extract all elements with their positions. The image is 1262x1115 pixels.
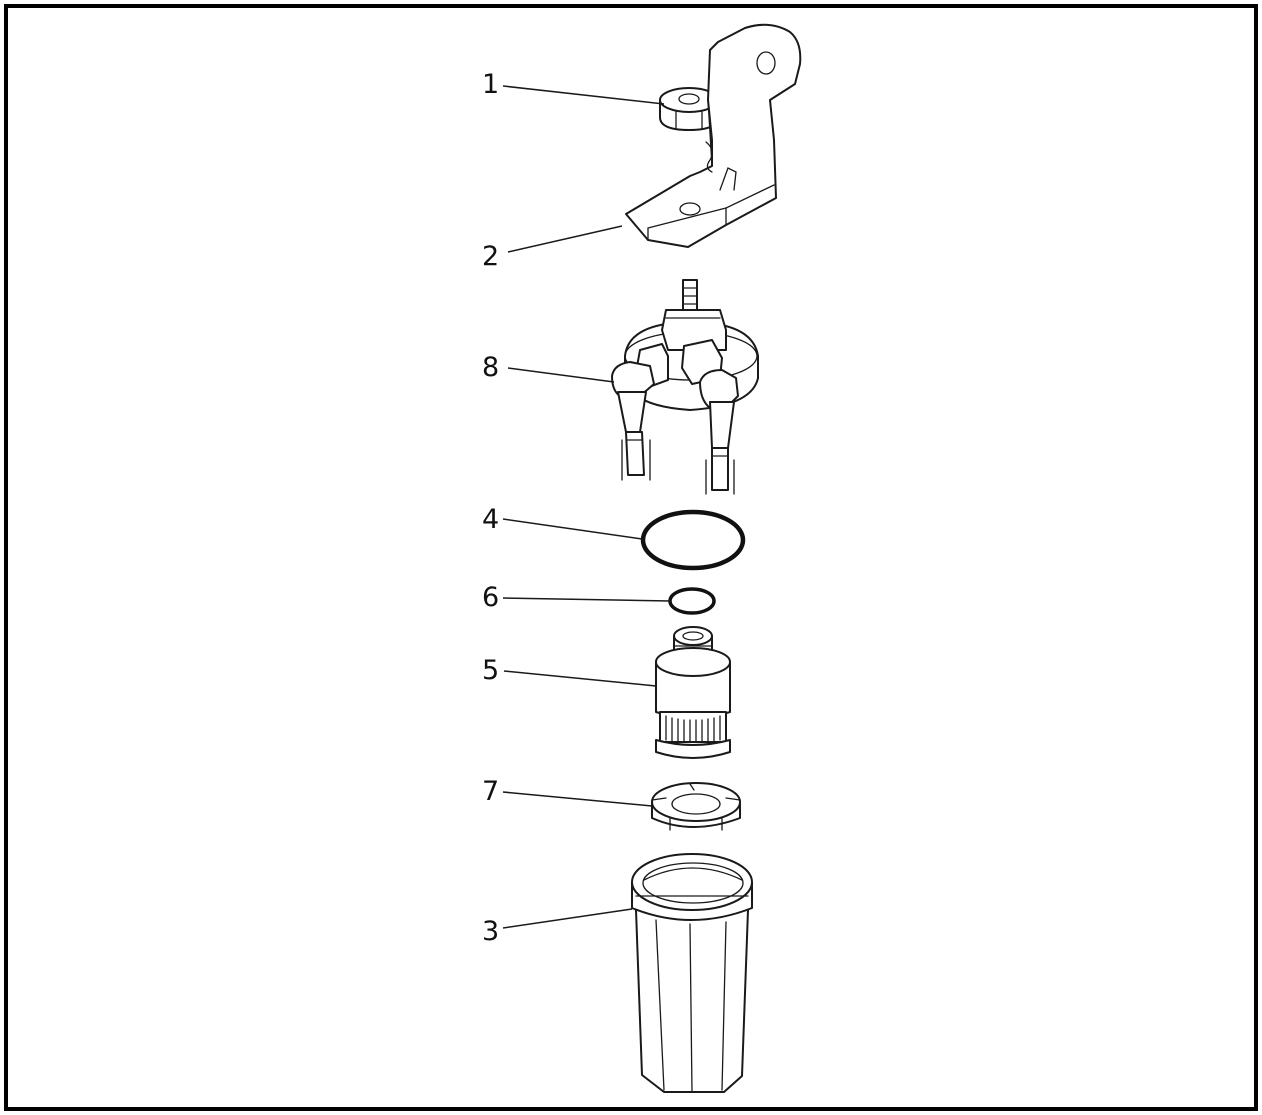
part-2-bracket: [625, 23, 802, 248]
leader-line-3: [502, 908, 633, 929]
leader-line-5: [503, 670, 657, 687]
callout-8: 8: [482, 352, 499, 383]
callout-7: 7: [482, 776, 499, 807]
callout-4: 4: [482, 504, 499, 535]
callout-3: 3: [482, 916, 499, 947]
leader-line-2: [507, 225, 623, 253]
part-8-filter-head: [611, 279, 759, 495]
callout-5: 5: [482, 655, 499, 686]
diagram-border: [4, 4, 1258, 1111]
part-7-washer: [651, 782, 741, 831]
part-6-small-o-ring: [668, 587, 716, 615]
part-4-large-o-ring: [640, 509, 746, 571]
leader-line-1: [502, 85, 665, 105]
leader-line-6: [502, 597, 671, 602]
part-5-filter-element: [655, 626, 731, 759]
callout-2: 2: [482, 241, 499, 272]
callout-1: 1: [482, 69, 499, 100]
leader-line-7: [502, 791, 653, 807]
part-3-filter-bowl: [631, 853, 753, 1093]
callout-6: 6: [482, 582, 499, 613]
leader-line-8: [507, 367, 615, 383]
part-1-nut: [659, 87, 719, 131]
leader-line-4: [502, 518, 643, 540]
